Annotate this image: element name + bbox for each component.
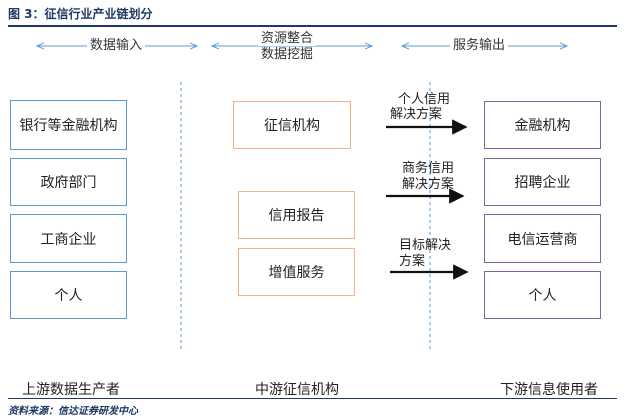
arrow-label-personal-2: 解决方案 bbox=[390, 107, 443, 122]
downstream-box-individuals: 个人 bbox=[484, 271, 601, 319]
flow-label-output: 服务输出 bbox=[450, 38, 509, 53]
source-note: 资料来源：信达证券研发中心 bbox=[8, 406, 138, 417]
arrow-label-target-1: 目标解决 bbox=[399, 238, 452, 253]
flow-label-input: 数据输入 bbox=[87, 38, 146, 53]
source-rule bbox=[8, 398, 617, 399]
figure-title: 图 3：征信行业产业链划分 bbox=[8, 7, 153, 21]
column-label-midstream: 中游征信机构 bbox=[255, 382, 339, 398]
upstream-box-businesses: 工商企业 bbox=[10, 214, 127, 263]
arrow-label-personal-1: 个人信用 bbox=[398, 92, 451, 107]
upstream-box-banks: 银行等金融机构 bbox=[10, 100, 127, 150]
downstream-box-telecom: 电信运营商 bbox=[484, 214, 601, 263]
title-rule bbox=[8, 25, 617, 27]
midstream-box-credit-report: 信用报告 bbox=[238, 191, 355, 239]
downstream-box-financial: 金融机构 bbox=[484, 101, 601, 149]
column-label-downstream: 下游信息使用者 bbox=[500, 382, 598, 398]
column-label-upstream: 上游数据生产者 bbox=[22, 382, 120, 398]
midstream-box-value-added: 增值服务 bbox=[238, 248, 355, 296]
flow-label-middle-2: 数据挖掘 bbox=[258, 47, 317, 62]
upstream-box-government: 政府部门 bbox=[10, 158, 127, 206]
arrow-label-business-2: 解决方案 bbox=[402, 177, 455, 192]
midstream-box-agency: 征信机构 bbox=[233, 101, 351, 149]
downstream-box-recruiters: 招聘企业 bbox=[484, 158, 601, 206]
upstream-box-individuals: 个人 bbox=[10, 271, 127, 319]
arrow-label-business-1: 商务信用 bbox=[402, 161, 455, 176]
arrow-label-target-2: 方案 bbox=[399, 254, 426, 269]
flow-label-middle-1: 资源整合 bbox=[258, 31, 317, 46]
